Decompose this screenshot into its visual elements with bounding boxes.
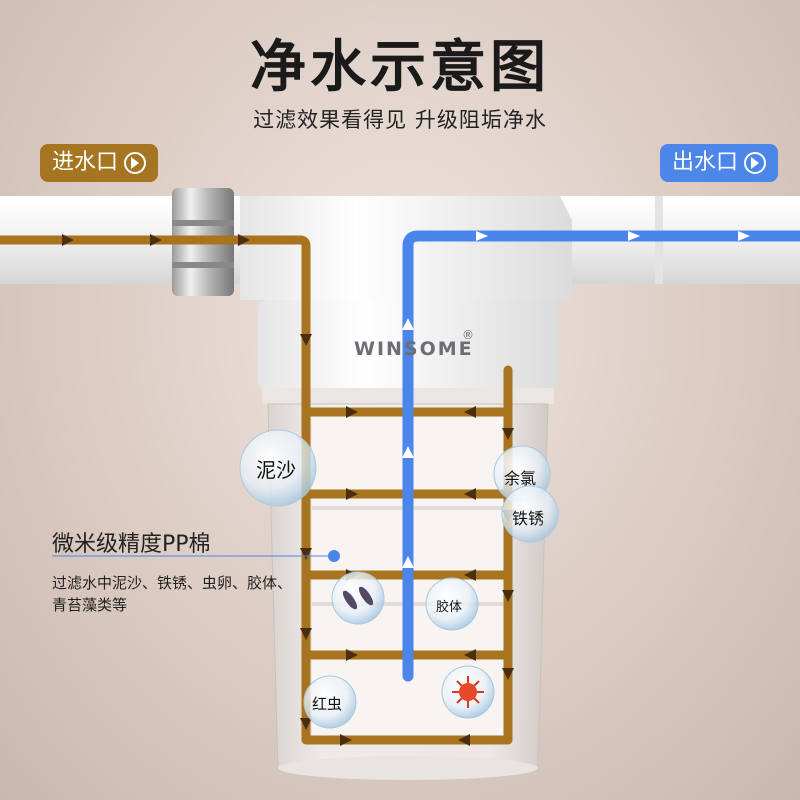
arrow-right-icon <box>124 152 147 174</box>
outflow-arrows <box>402 231 750 568</box>
brand-logo: WINSOME <box>354 338 474 360</box>
page-title: 净水示意图 <box>250 35 550 100</box>
page-subtitle: 过滤效果看得见 升级阻垢净水 <box>253 108 547 132</box>
silt-label: 泥沙 <box>256 458 296 482</box>
red-worm-label: 红虫 <box>312 695 343 713</box>
rust-label: 铁锈 <box>512 509 545 528</box>
outlet-label: 出水口 <box>672 150 739 175</box>
pp-filter-description: 过滤水中泥沙、铁锈、虫卵、胶体、青苔藻类等 <box>52 574 293 614</box>
inlet-label: 进水口 <box>52 150 119 175</box>
rust-bubble <box>501 485 559 543</box>
worm-egg-icon <box>342 586 374 610</box>
pp-pointer-dot <box>328 550 340 562</box>
outlet-badge: 出水口 <box>660 144 779 182</box>
inlet-badge: 进水口 <box>40 144 159 182</box>
pp-filter-title: 微米级精度PP棉 <box>52 532 211 557</box>
worm-egg-bubble <box>331 571 385 625</box>
colloid-label: 胶体 <box>436 600 463 615</box>
silt-bubble <box>239 429 317 507</box>
chlorine-label: 余氯 <box>504 469 537 488</box>
bacteria-icon <box>452 676 484 708</box>
registered-mark: ® <box>462 328 474 342</box>
arrow-right-icon <box>744 152 767 174</box>
red-worm-bubble <box>303 675 357 729</box>
colloid-bubble <box>425 577 479 631</box>
outflow-path <box>402 230 800 682</box>
